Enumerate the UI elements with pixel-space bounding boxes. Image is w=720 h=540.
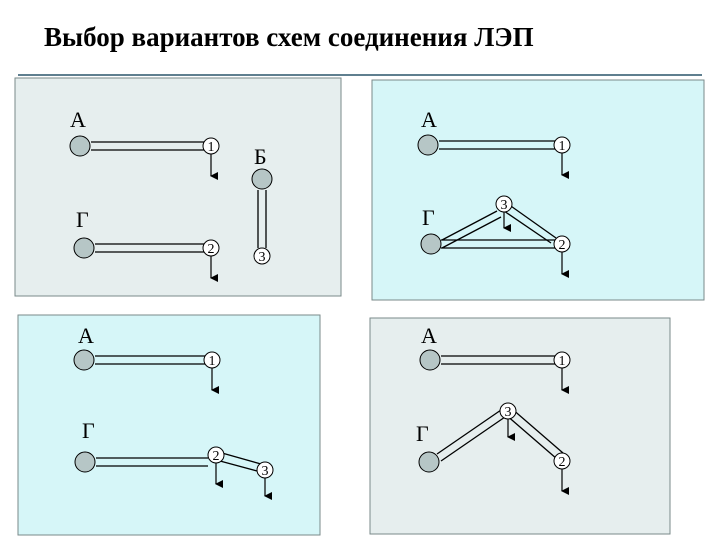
tap-3 [253,247,271,265]
tap-label-1: 1 [208,140,215,155]
node-label-a: А [421,323,437,348]
line-g-3 [436,409,502,455]
node-a [417,134,439,156]
page-title: Выбор вариантов схем соединения ЛЭП [44,22,534,52]
node-g [420,233,442,255]
panel-3 [17,314,321,536]
node-g [418,451,440,473]
node-label-b: Б [254,144,267,169]
tap-label-3: 3 [501,198,508,213]
node-label-g: Г [76,207,89,232]
panel-2 [371,79,705,301]
tap-label-2: 2 [559,238,566,253]
node-g [74,451,96,473]
tap-label-2: 2 [208,242,215,257]
tap-label-1: 1 [209,354,216,369]
node-label-g: Г [82,418,95,443]
panel-4 [369,317,671,535]
tap-label-2: 2 [213,449,220,464]
line-3-2 [510,407,564,454]
node-a [419,349,441,371]
node-label-a: А [70,107,86,132]
tap-label-1: 1 [559,354,566,369]
node-label-g: Г [416,421,429,446]
title-divider [18,74,702,76]
tap-label-3: 3 [505,405,512,420]
node-b [251,168,273,190]
node-label-a: А [421,107,437,132]
line-3-2 [507,203,557,239]
tap-label-3: 3 [262,464,269,479]
panel-1 [14,77,342,297]
tap-label-1: 1 [559,139,566,154]
tap-label-3: 3 [259,250,266,265]
node-a [69,135,91,157]
node-a [73,349,95,371]
line-2-3 [221,452,262,465]
tap-label-2: 2 [559,455,566,470]
node-label-g: Г [422,205,435,230]
node-label-a: А [78,323,94,348]
line-g-3 [441,210,498,241]
node-g [73,237,95,259]
